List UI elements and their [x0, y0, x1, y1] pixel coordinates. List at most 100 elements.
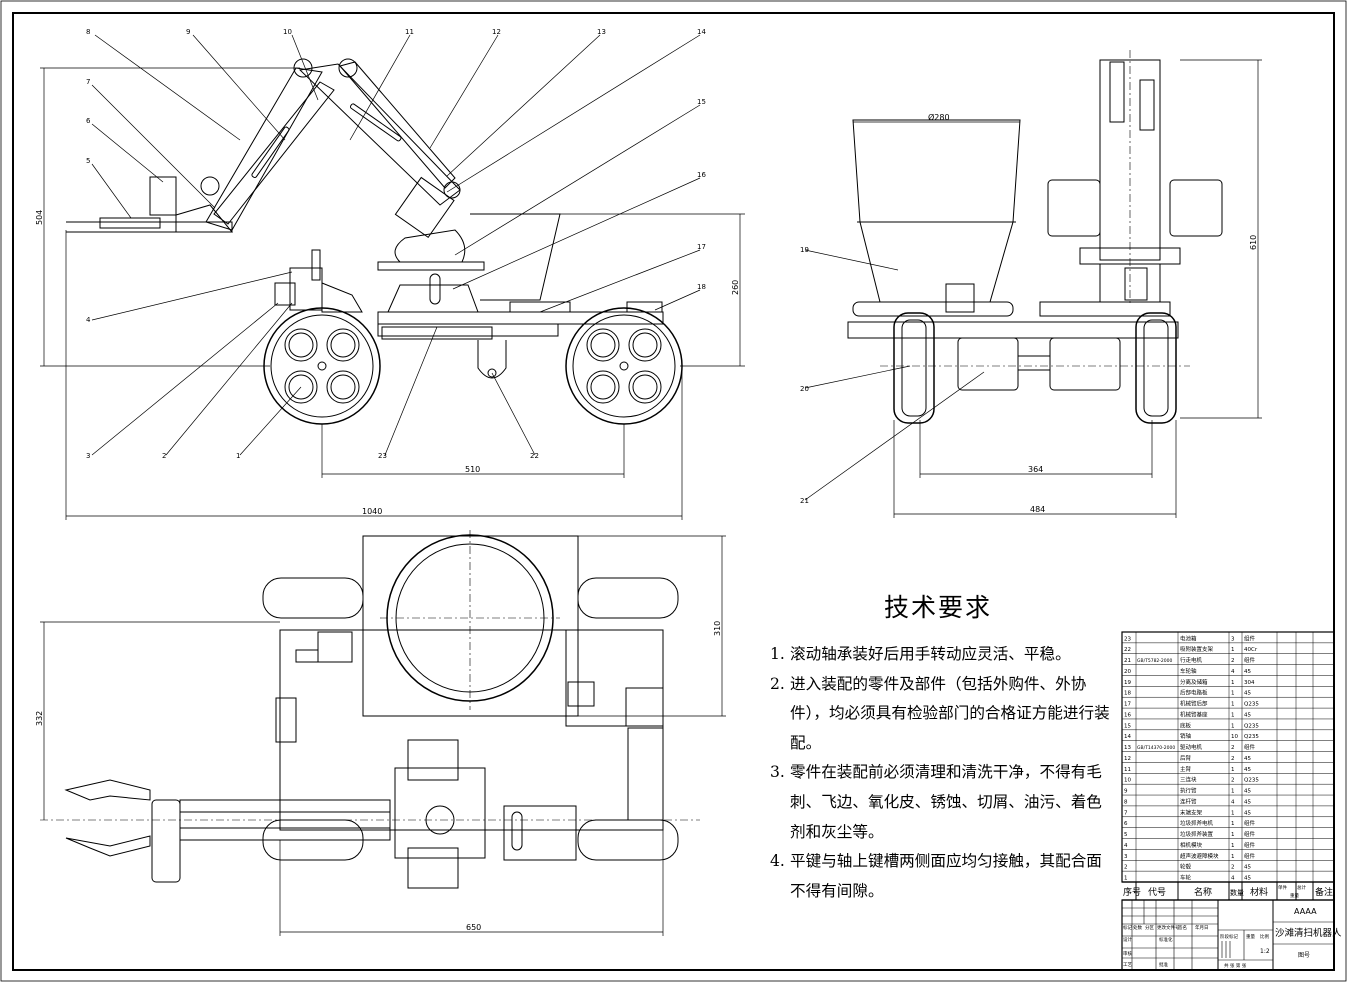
bom-header-name: 名称 [1194, 886, 1212, 898]
bom-cell-name: 吸附装置支架 [1180, 645, 1214, 653]
dim-484: 484 [1030, 505, 1045, 514]
bom-cell-name: 行走电机 [1180, 656, 1203, 664]
slot-2 [251, 126, 290, 179]
arm-top-base [394, 767, 486, 859]
bom-header-mat: 材料 [1250, 886, 1268, 898]
requirement-item: 3. 零件在装配前必须清理和清洗干净，不得有毛刺、飞边、氧化皮、锈蚀、切屑、油污、… [770, 758, 1115, 847]
callout-14: 14 [697, 28, 706, 36]
arm-base-plate [377, 261, 485, 271]
bom-cell-qty: 2 [1231, 745, 1235, 751]
tb-check: 审核 [1123, 950, 1132, 957]
bom-cell-name: 末端支架 [1180, 808, 1203, 816]
bom-header-weight: 重量 [1290, 892, 1299, 899]
bom-cell-no: 8 [1124, 799, 1128, 805]
arm-motor-right [1169, 179, 1223, 237]
joint-2 [338, 58, 358, 78]
bom-cell-mat: 45 [1244, 789, 1251, 795]
hopper-outline [470, 213, 561, 301]
callout-15: 15 [697, 98, 706, 106]
requirement-item: 2.进入装配的零件及部件（包括外购件、外协件），均必须具有检验部门的合格证方能进… [770, 670, 1115, 759]
execution-arm [213, 81, 335, 225]
bom-cell-name: 机械臂后部 [1180, 700, 1208, 708]
end-effector-bar [66, 221, 233, 233]
bom-cell-mat: 45 [1244, 756, 1251, 762]
arm-plate-1 [1109, 61, 1125, 123]
bom-cell-no: 15 [1124, 723, 1131, 729]
callout-11: 11 [405, 28, 414, 36]
tb-process: 工艺 [1123, 962, 1132, 968]
joint-3 [200, 176, 220, 196]
bom-cell-mat: 组件 [1244, 819, 1256, 827]
dim-260: 260 [731, 280, 740, 295]
drive-motor [394, 176, 455, 239]
bom-cell-name: 轮毂 [1180, 863, 1192, 871]
bin-base [852, 301, 1014, 317]
base-slot [429, 273, 441, 305]
arm-top-motor-1 [407, 739, 459, 781]
wheel-top-front-left [262, 577, 364, 619]
bom-header-total: 总计 [1297, 884, 1306, 891]
bom-cell-no: 20 [1124, 669, 1131, 675]
tb-zone: 分区 [1145, 924, 1154, 931]
bom-cell-mat: 组件 [1244, 830, 1256, 838]
title-block [1121, 899, 1335, 971]
requirement-number: 4. [770, 852, 785, 871]
front-view-callouts: 8 9 10 11 12 13 14 7 6 5 15 16 4 17 18 3… [86, 28, 706, 460]
bom-cell-no: 13 [1124, 745, 1131, 751]
dim-280: Ø280 [928, 112, 950, 122]
camera-module [274, 282, 296, 306]
bom-cell-qty: 1 [1231, 680, 1235, 686]
wheel-top-front-right [577, 577, 679, 619]
bom-cell-no: 11 [1124, 767, 1131, 773]
bom-cell-no: 2 [1124, 865, 1128, 871]
robot-arm [66, 58, 461, 239]
bom-cell-qty: 3 [1231, 636, 1235, 642]
callout-9: 9 [186, 28, 190, 36]
bom-cell-name: 垃圾抓斧装置 [1180, 830, 1214, 838]
main-arm [298, 63, 461, 206]
tb-drawing-name: 沙滩清扫机器人 [1275, 927, 1342, 939]
requirement-number: 2. [770, 674, 785, 693]
bom-cell-mat: 45 [1244, 876, 1251, 882]
bom-cell-qty: 1 [1231, 767, 1235, 773]
requirement-text: 零件在装配前必须清理和清洗干净，不得有毛刺、飞边、氧化皮、锈蚀、切屑、油污、着色… [790, 763, 1102, 841]
callout-16: 16 [697, 171, 706, 179]
tb-doc: 更改文件号 [1157, 924, 1180, 931]
bom-cell-mat: 45 [1244, 810, 1251, 816]
bom-cell-no: 5 [1124, 832, 1128, 838]
bom-cell-no: 14 [1124, 734, 1131, 740]
bom-header-no: 序号 [1123, 886, 1141, 898]
bom-cell-mat: Q235 [1244, 723, 1259, 729]
tb-standard: 标准化 [1159, 936, 1173, 943]
tb-scale-label: 比例 [1260, 933, 1269, 940]
bom-cell-no: 21 [1124, 658, 1131, 664]
bom-cell-no: 7 [1124, 810, 1128, 816]
bom-cell-mat: 45 [1244, 669, 1251, 675]
arm-top-motor-2 [407, 847, 459, 889]
bin-top-housing [362, 535, 579, 717]
bom-cell-mat: Q235 [1244, 734, 1259, 740]
requirement-number: 3. [770, 763, 785, 782]
tb-count: 处数 [1133, 924, 1142, 931]
bom-cell-qty: 1 [1231, 854, 1235, 860]
bom-cell-name: 后臂 [1180, 754, 1192, 762]
callout-8: 8 [86, 28, 90, 36]
callout-19: 19 [800, 246, 809, 254]
bom-cell-name: 执行臂 [1180, 787, 1197, 795]
bom-cell-name: 底板 [1180, 721, 1192, 729]
tb-weight: 重量 [1246, 933, 1255, 940]
callout-1: 1 [236, 452, 240, 460]
bom-header-remark: 备注 [1315, 886, 1333, 898]
bottom-plate [377, 323, 559, 337]
bom-cell-code: GB/T5782-2000 [1137, 658, 1173, 664]
callout-10: 10 [283, 28, 292, 36]
bom-cell-qty: 2 [1231, 865, 1235, 871]
bom-cell-code: GB/T14370-2000 [1137, 745, 1175, 751]
bom-cell-name: 车轮 [1180, 874, 1192, 882]
callout-23: 23 [378, 452, 387, 460]
bom-cell-no: 19 [1124, 680, 1131, 686]
rear-arm [339, 61, 456, 189]
bom-cell-qty: 1 [1231, 647, 1235, 653]
tb-design: 设计 [1123, 936, 1132, 943]
